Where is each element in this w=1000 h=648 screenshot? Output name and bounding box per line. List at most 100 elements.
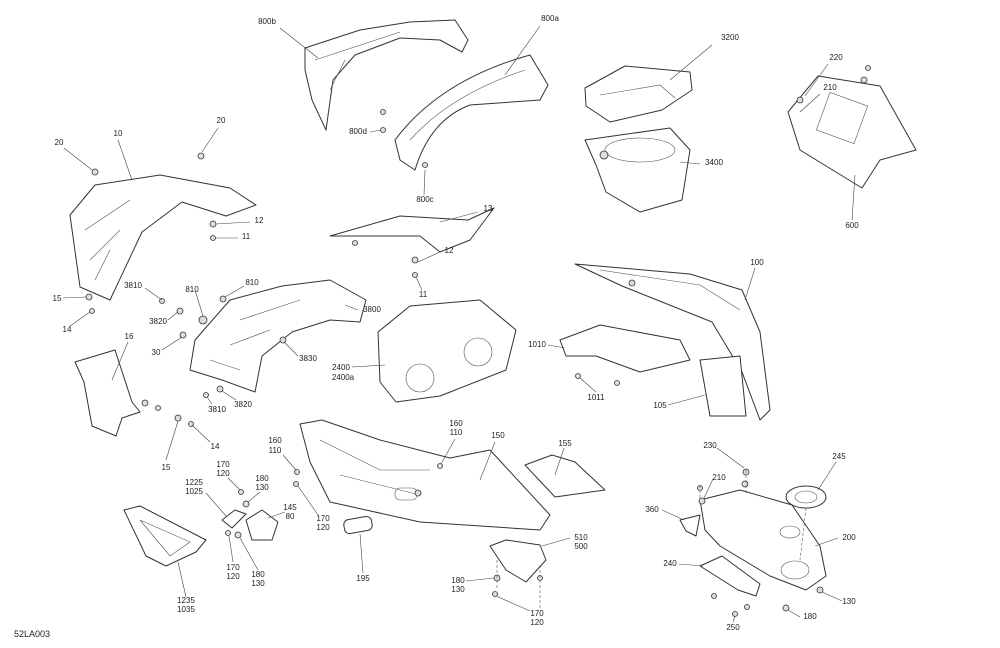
part-800b-windshield-upper (304, 19, 469, 131)
callout-label: 120 (216, 469, 230, 478)
callout-label: 11 (242, 232, 251, 241)
fasteners (85, 65, 871, 617)
callout-label: 230 (703, 441, 717, 450)
callout-label: 3820 (149, 317, 167, 326)
callout-label: 3810 (208, 405, 226, 414)
callout-label: 100 (750, 258, 764, 267)
part-2400-headlight (377, 299, 517, 403)
callout-label: 1025 (185, 487, 203, 496)
part-150-side-panel (299, 419, 551, 531)
callout-label: 80 (286, 512, 295, 521)
callout-label: 800b (258, 17, 276, 26)
part-245-ring (785, 485, 827, 509)
part-360-clip (679, 514, 701, 537)
callout-label: 170 (216, 460, 230, 469)
callout-label: 3800 (363, 305, 381, 314)
callout-label: 20 (55, 138, 64, 147)
callout-label: 2400 (332, 363, 350, 372)
callout-label: 170 (530, 609, 544, 618)
part-155-decal (524, 454, 606, 498)
callout-label: 1011 (587, 393, 605, 402)
callout-label: 180 (251, 570, 265, 579)
callout-label: 14 (211, 442, 220, 451)
callout-label: 120 (316, 523, 330, 532)
callout-label: 130 (842, 597, 856, 606)
callout-label: 120 (226, 572, 240, 581)
callout-label: 20 (217, 116, 226, 125)
callout-label: 3400 (705, 158, 723, 167)
callout-label: 15 (53, 294, 62, 303)
callout-label: 130 (255, 483, 269, 492)
callout-label: 180 (255, 474, 269, 483)
callout-label: 130 (451, 585, 465, 594)
callout-label: 130 (251, 579, 265, 588)
part-145-bracket (245, 509, 279, 541)
callout-label: 170 (316, 514, 330, 523)
callout-label: 510 (574, 533, 588, 542)
callout-label: 1035 (177, 605, 195, 614)
part-10-front-nose (69, 174, 257, 301)
callout-label: 145 (283, 503, 297, 512)
callout-label: 105 (653, 401, 667, 410)
callout-label: 3200 (721, 33, 739, 42)
callout-label: 1235 (177, 596, 195, 605)
callout-label: 180 (803, 612, 817, 621)
callout-label: 3820 (234, 400, 252, 409)
leader-lines (62, 25, 856, 623)
callout-label: 155 (558, 439, 572, 448)
callout-label: 12 (445, 246, 454, 255)
callout-label: 110 (450, 428, 463, 437)
part-1235-footrest (123, 505, 207, 567)
callout-label: 195 (356, 574, 370, 583)
part-600-gauge-housing (787, 75, 917, 189)
callout-label: 200 (842, 533, 856, 542)
part-13-trim (329, 207, 495, 253)
callout-label: 360 (645, 505, 659, 514)
callout-label: 160 (268, 436, 282, 445)
part-200-console (699, 489, 827, 591)
part-510-bracket (489, 539, 547, 583)
callout-label: 500 (574, 542, 588, 551)
callout-label: 170 (226, 563, 240, 572)
callout-label: 600 (845, 221, 859, 230)
callout-label: 15 (162, 463, 171, 472)
callout-label: 14 (63, 325, 72, 334)
part-195-badge (343, 515, 373, 535)
callout-label: 250 (726, 623, 740, 632)
callout-label: 210 (712, 473, 726, 482)
part-3200-storage-lid (584, 65, 693, 123)
callout-label: 11 (419, 290, 428, 299)
callout-label: 12 (255, 216, 264, 225)
callout-label: 1225 (185, 478, 203, 487)
callout-label: 240 (663, 559, 677, 568)
callout-label: 210 (823, 83, 837, 92)
callout-label: 800a (541, 14, 559, 23)
part-1010-panel (559, 324, 691, 373)
callout-label: 110 (269, 446, 282, 455)
callout-label: 2400a (332, 373, 355, 382)
part-16-deflector (74, 349, 141, 437)
callout-label: 16 (125, 332, 134, 341)
part-1225-grip (221, 509, 247, 529)
callout-label: 13 (484, 204, 493, 213)
callout-label: 150 (491, 431, 505, 440)
callout-label: 180 (451, 576, 465, 585)
callout-label: 10 (114, 129, 123, 138)
callout-label: 160 (449, 419, 463, 428)
callout-label: 245 (832, 452, 846, 461)
callout-label: 220 (829, 53, 843, 62)
part-240-plate (699, 555, 761, 597)
part-800a-windshield (394, 54, 549, 171)
callout-label: 120 (530, 618, 544, 627)
callout-label: 800c (416, 195, 433, 204)
callout-label: 30 (152, 348, 161, 357)
part-105-decal (699, 355, 747, 417)
callout-label: 3810 (124, 281, 142, 290)
callout-label: 810 (185, 285, 199, 294)
part-100-side-panel (574, 263, 771, 421)
figure-id: 52LA003 (14, 629, 50, 639)
callout-label: 3830 (299, 354, 317, 363)
part-3800-front-bezel (189, 279, 367, 393)
callout-label: 810 (245, 278, 259, 287)
